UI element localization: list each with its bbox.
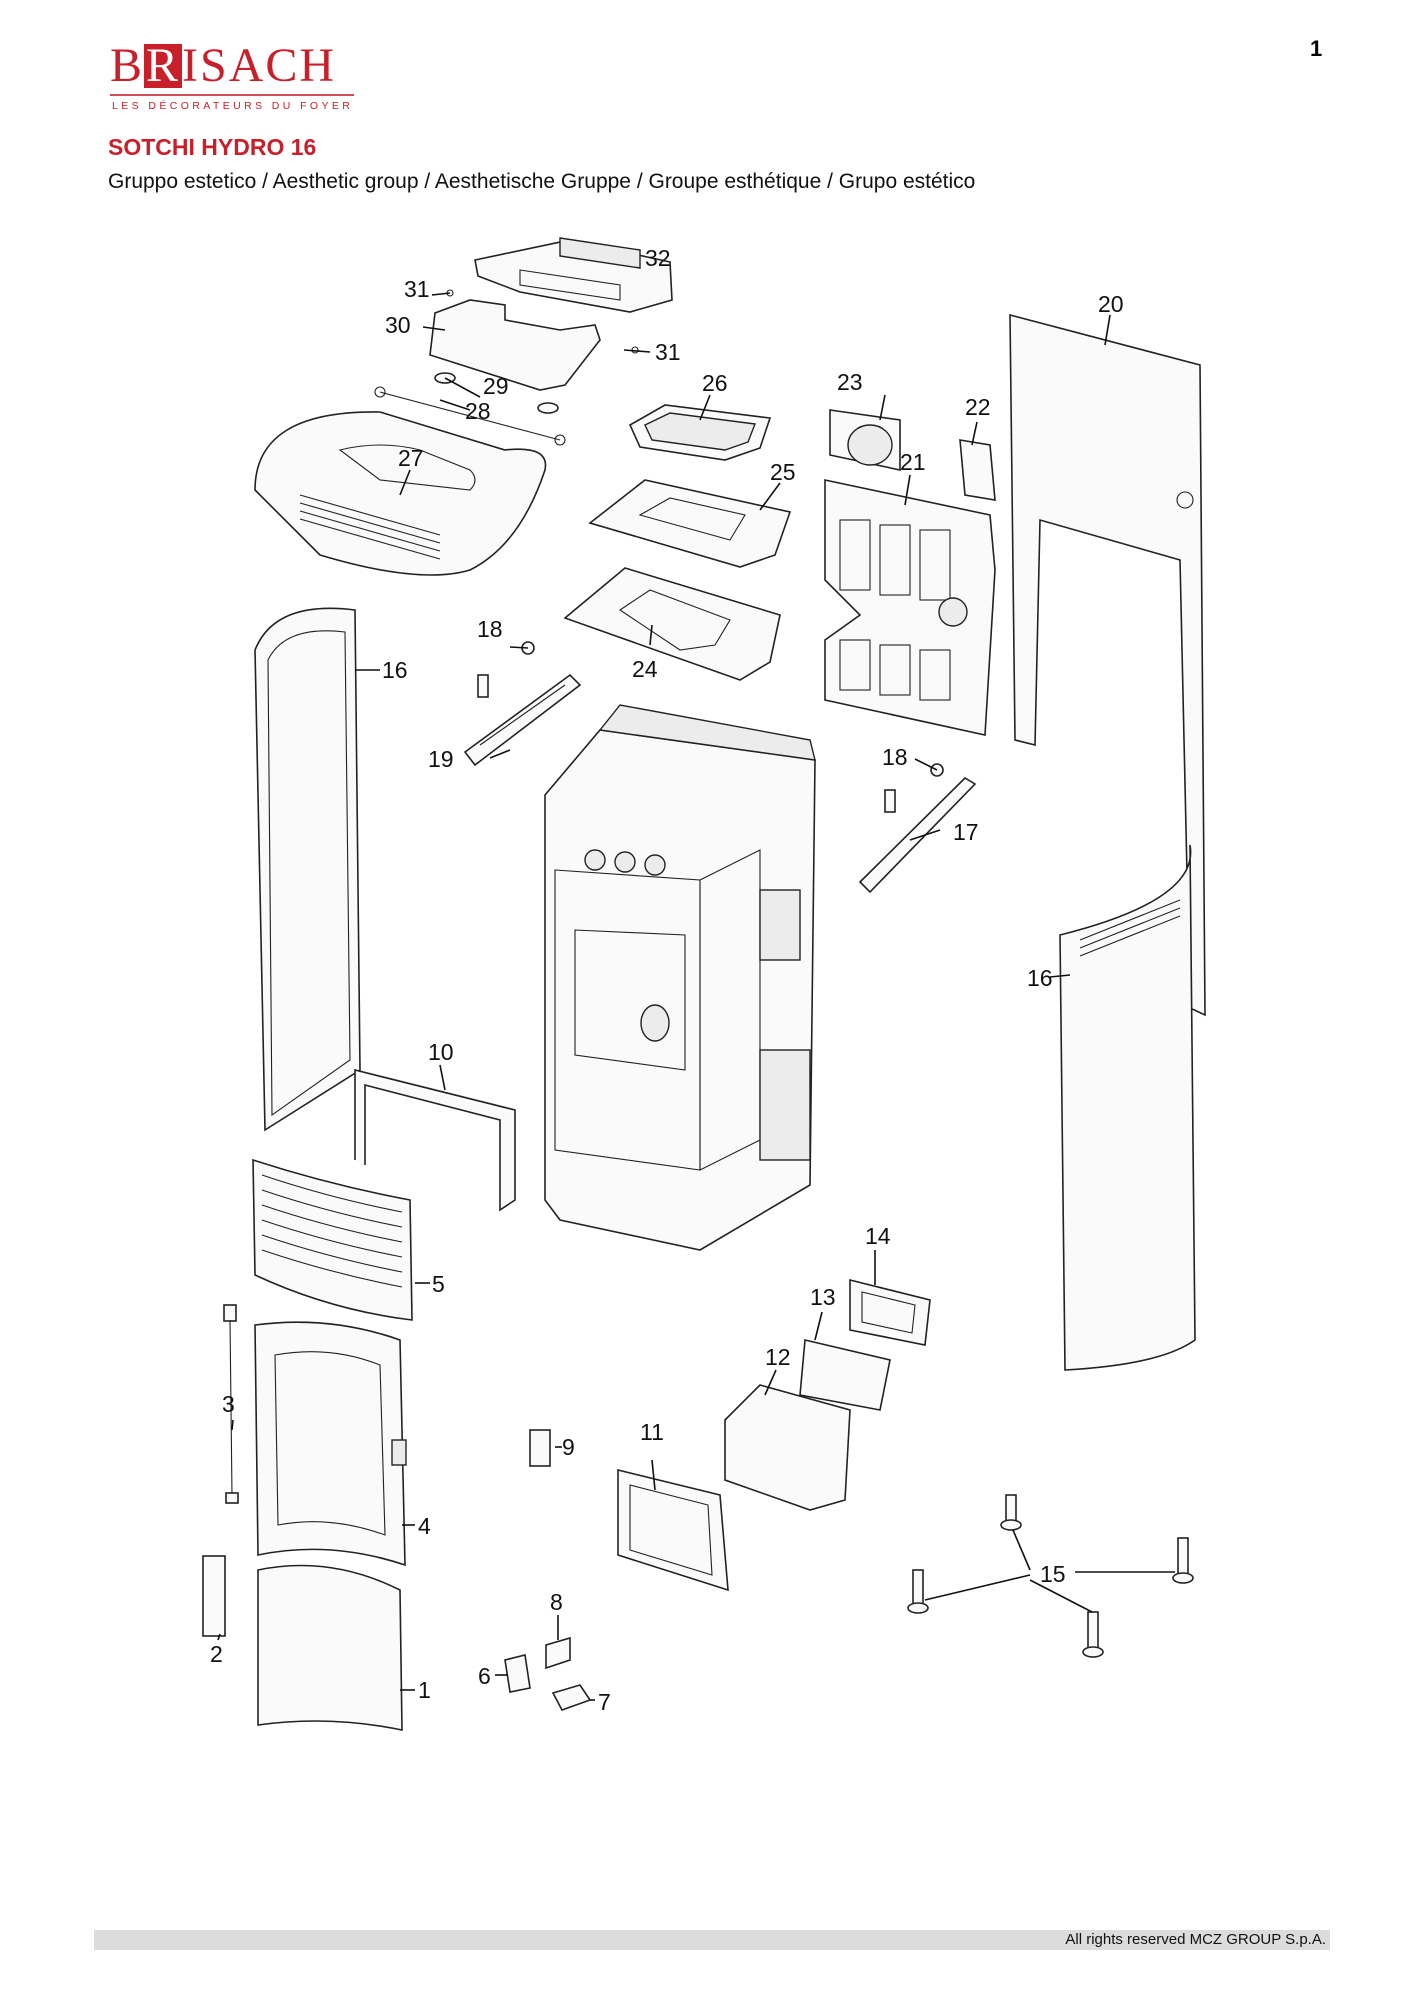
callout-18-left: 18 [477,616,503,642]
stove-body [544,704,816,1251]
part-26-gasket [628,404,772,461]
callout-9: 9 [562,1434,575,1460]
callout-27: 27 [398,445,424,471]
part-20-side-panel [1009,313,1206,1017]
callout-22: 22 [965,394,991,420]
callout-16-right: 16 [1027,965,1053,991]
part-24-plate [563,567,781,681]
logo-tagline: LES DÉCORATEURS DU FOYER [112,100,354,112]
callout-23: 23 [837,369,863,395]
part-32-control-panel [474,237,673,313]
part-15-feet [907,1494,1194,1658]
callout-14: 14 [865,1223,891,1249]
part-22-bracket [959,439,996,501]
callout-28: 28 [465,398,491,424]
part-17-bracket [858,776,977,894]
callout-13: 13 [810,1284,836,1310]
part-23-flange [829,409,901,471]
part-21-rear-panel [824,479,996,736]
footer-bar [94,1930,1330,1950]
logo-wordmark: BRISACH [110,39,337,92]
part-19-bracket [463,673,582,767]
part-30-top-plate [429,289,639,391]
part-18-pins-right [884,763,944,813]
callout-30: 30 [385,312,411,338]
callout-7: 7 [598,1689,611,1715]
part-1-lower-door [257,1564,403,1731]
callout-2: 2 [210,1641,223,1667]
part-14-gasket [849,1278,931,1346]
callout-20: 20 [1098,291,1124,317]
callout-19: 19 [428,746,454,772]
part-2-hinge [202,1555,226,1637]
callout-12: 12 [765,1344,791,1370]
part-6-bracket [504,1654,531,1693]
part-25-plate [588,479,792,568]
callout-26: 26 [702,370,728,396]
callout-15: 15 [1040,1561,1066,1587]
callout-10: 10 [428,1039,454,1065]
callout-18-right: 18 [882,744,908,770]
part-11-ash-door-frame [617,1468,729,1592]
callout-16-left: 16 [382,657,408,683]
callout-labels: 32 31 30 31 29 28 27 26 25 23 22 21 20 2… [210,245,1124,1715]
part-7-block [551,1684,592,1711]
logo-underline [110,94,354,96]
leader-lines [217,292,1175,1701]
callout-4: 4 [418,1513,431,1539]
part-3-hinge-rod [223,1304,239,1504]
part-10-frame [354,1068,516,1212]
part-9-clip [529,1429,551,1467]
callout-3: 3 [222,1391,235,1417]
callout-24: 24 [632,656,658,682]
section-subtitle: Gruppo estetico / Aesthetic group / Aest… [108,170,976,193]
brisach-logo: BRISACH LES DÉCORATEURS DU FOYER [110,40,370,115]
part-4-door [254,1321,407,1567]
callout-21: 21 [900,449,926,475]
callout-1: 1 [418,1677,431,1703]
part-13-plate [799,1339,891,1411]
footer-copyright: All rights reserved MCZ GROUP S.p.A. [1065,1931,1326,1948]
part-16-left-side-panel [254,607,361,1132]
part-8-bracket [545,1636,571,1670]
callout-25: 25 [770,459,796,485]
callout-8: 8 [550,1589,563,1615]
callout-32: 32 [645,245,671,271]
part-18-pins-left [477,641,535,698]
page-number: 1 [1310,36,1323,61]
callout-5: 5 [432,1271,445,1297]
callout-11: 11 [640,1419,664,1445]
model-title: SOTCHI HYDRO 16 [108,134,317,160]
callout-29: 29 [483,373,509,399]
part-5-front-grille [252,1158,413,1321]
callout-17: 17 [953,819,979,845]
callout-6: 6 [478,1663,491,1689]
part-16-right-side-panel [1059,844,1196,1371]
callout-31-upper: 31 [404,276,430,302]
callout-31-lower: 31 [655,339,681,365]
part-12-ash-drawer [724,1384,851,1511]
